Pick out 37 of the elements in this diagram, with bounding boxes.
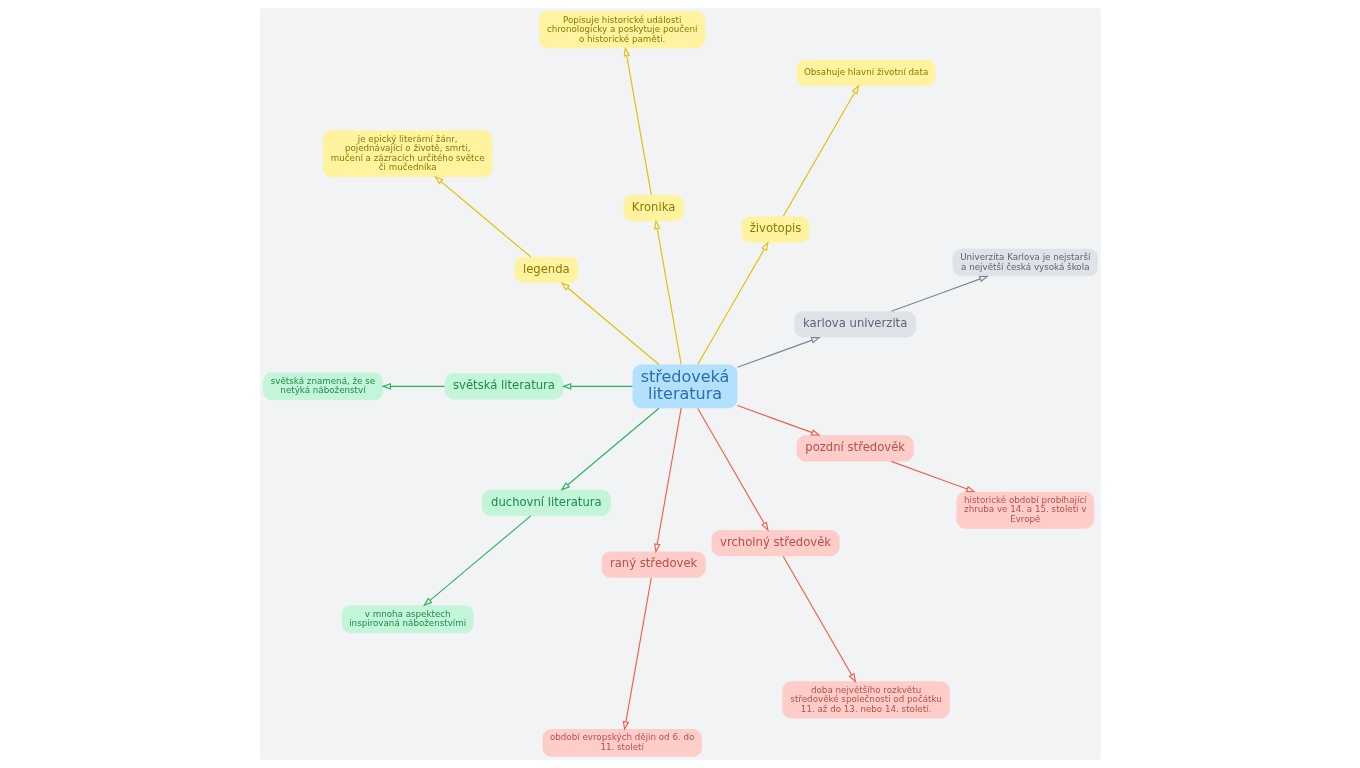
arrow <box>623 46 652 196</box>
arrow <box>736 337 821 368</box>
node-box: doba největšího rozkvětu středověké společnosti od počátku 11. až do 13. nebo 14. století. <box>781 681 950 719</box>
arrow <box>696 241 769 365</box>
arrow <box>380 383 445 390</box>
node-box: raný středovek <box>601 551 706 578</box>
arrow <box>561 383 633 390</box>
arrow <box>433 175 531 258</box>
arrow <box>890 460 976 493</box>
arrow <box>622 577 652 731</box>
node-box: vrcholný středověk <box>711 530 840 557</box>
node-box: historické období probíhající zhruba ve 14. a 15. století v Evropě <box>956 491 1094 529</box>
arrow <box>560 407 660 491</box>
arrow <box>696 407 769 532</box>
arrow <box>422 515 531 607</box>
arrow <box>782 555 856 683</box>
node-box: životopis <box>740 216 810 243</box>
node-box: světská literatura <box>444 373 563 400</box>
node-box: karlova univerzita <box>793 311 916 338</box>
node-box: Kronika <box>622 194 684 222</box>
arrow <box>653 407 682 554</box>
arrow <box>736 404 821 436</box>
node-box: duchovní literatura <box>481 489 611 516</box>
node-box: Obsahuje hlavní životní data <box>796 59 936 86</box>
node-box: Univerzita Karlova je nejstarší a největší česká vysoká škola <box>952 248 1098 277</box>
node-box: legenda <box>513 256 578 284</box>
arrow <box>560 282 660 366</box>
node-box: období evropských dějin od 6. do 11. století <box>541 729 702 757</box>
node-box: Popisuje historické události chronologicky a poskytuje poučení o historické paměti. <box>538 11 705 49</box>
node-box: světská znamená, že se netýká náboženství <box>262 372 383 401</box>
node-box: pozdní středověk <box>796 435 914 462</box>
arrow <box>782 84 859 217</box>
node-box: v mnoha aspektech inspirovaná náboženstvími <box>341 605 474 633</box>
node-box: středoveká literatura <box>632 364 737 409</box>
arrow <box>653 219 682 366</box>
node-box: je epický literární žánr, pojednávající o životě, smrti, mučení a zázracích určitého světce či mučedníka <box>322 130 492 177</box>
arrow <box>890 275 989 312</box>
